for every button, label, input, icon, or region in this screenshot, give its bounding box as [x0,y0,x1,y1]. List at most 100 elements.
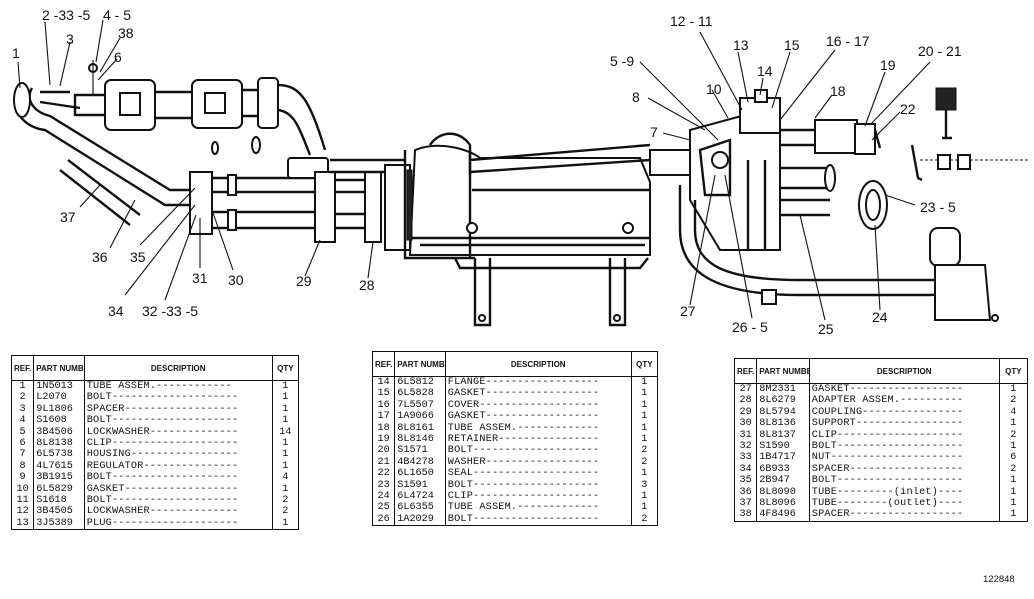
ref-cell: 35 [733,475,758,487]
part-number-cell: 9L1806 [33,403,85,416]
leader-lines [17,19,931,321]
qty-cell: 1 [271,392,300,404]
part-number-cell: 1A2029 [394,513,446,527]
callout-35: 35 [130,249,146,265]
description-cell: COUPLING---------------- [808,406,1000,419]
qty-cell: 1 [998,509,1029,522]
description-cell: LOCKWASHER-------------- [83,506,273,518]
description-cell: TUBE ASSEM.------------ [83,380,273,393]
description-cell: TUBE---------(inlet)---- [808,486,1000,499]
qty-cell: 2 [630,456,659,469]
callout-12-11: 12 - 11 [670,13,713,29]
part-number-cell: 4F8496 [756,509,810,522]
description-cell: REGULATOR--------------- [83,460,273,473]
callout-20-21: 20 - 21 [918,43,962,59]
part-number-cell: 8L5794 [756,406,810,419]
qty-cell: 1 [271,438,300,450]
upper-pump-housing [73,60,327,156]
part-number-cell: 7L5507 [394,399,446,412]
parts-table-1: REF. NO. PART NUMBER DESCRIPTION QTY 11N… [10,355,300,531]
part-number-cell: 8L8096 [756,498,810,510]
ref-cell: 31 [733,429,758,442]
part-number-cell: S1571 [394,445,446,457]
ref-cell: 26 [371,513,396,527]
description-cell: BOLT-------------------- [83,472,273,484]
ref-cell: 15 [371,388,396,400]
qty-cell: 2 [271,495,300,507]
description-cell: GASKET------------------ [444,411,632,423]
callout-37: 37 [60,209,76,225]
header-qty: QTY [998,358,1029,384]
ref-cell: 14 [371,376,396,389]
description-cell: HOUSING----------------- [83,449,273,461]
ref-cell: 37 [733,498,758,510]
header-ref: REF. NO. [10,355,35,381]
ref-cell: 32 [733,441,758,453]
part-number-cell: 3B4506 [33,426,85,439]
description-cell: BOLT-------------------- [808,475,1000,487]
ref-cell: 22 [371,468,396,480]
description-cell: GASKET------------------ [83,483,273,496]
qty-cell: 1 [630,388,659,400]
description-cell: ADAPTER ASSEM.---------- [808,395,1000,407]
qty-cell: 2 [271,506,300,518]
part-number-cell: 6B933 [756,463,810,476]
header-part-number: PART NUMBER [756,358,810,384]
qty-cell: 14 [271,426,300,439]
description-cell: CLIP-------------------- [83,438,273,450]
qty-cell: 1 [630,491,659,503]
description-cell: TUBE--------(outlet)---- [808,498,1000,510]
qty-cell: 1 [630,468,659,480]
tube-assembly-left [13,82,200,226]
qty-cell: 2 [998,463,1029,476]
ref-cell: 30 [733,418,758,430]
callout-3: 3 [66,31,74,47]
parts-table-3: REF. NO. PART NUMBER DESCRIPTION QTY 278… [733,358,1029,522]
header-description: DESCRIPTION [444,351,632,377]
ref-cell: 25 [371,502,396,514]
qty-cell: 1 [271,403,300,416]
callout-30: 30 [228,272,244,288]
qty-cell: 1 [998,486,1029,499]
part-number-cell: 6L4724 [394,491,446,503]
qty-cell: 1 [630,502,659,514]
header-qty: QTY [271,355,300,381]
description-cell: BOLT-------------------- [808,441,1000,453]
qty-cell: 6 [998,452,1029,464]
qty-cell: 2 [998,429,1029,442]
qty-cell: 1 [998,383,1029,396]
part-number-cell: S1590 [756,441,810,453]
callout-14: 14 [757,63,773,79]
callout-4-5: 4 - 5 [103,7,131,23]
ref-cell: 11 [10,495,35,507]
part-number-cell: 8L8090 [756,486,810,499]
header-description: DESCRIPTION [83,355,273,381]
ref-cell: 8 [10,460,35,473]
description-cell: FLANGE------------------ [444,376,632,389]
callout-36: 36 [92,249,108,265]
description-cell: COVER------------------- [444,399,632,412]
description-cell: CLIP-------------------- [444,491,632,503]
callout-24: 24 [872,309,888,325]
header-ref: REF. NO. [733,358,758,384]
header-part-number: PART NUMBER [33,355,85,381]
part-number-cell: 8L8137 [756,429,810,442]
part-number-cell: 3B1915 [33,472,85,484]
ref-cell: 36 [733,486,758,499]
ref-cell: 10 [10,483,35,496]
qty-cell: 1 [271,380,300,393]
exploded-parts-diagram: 1 2 -33 -5 3 4 - 5 38 6 37 36 35 34 32 -… [12,7,1030,337]
